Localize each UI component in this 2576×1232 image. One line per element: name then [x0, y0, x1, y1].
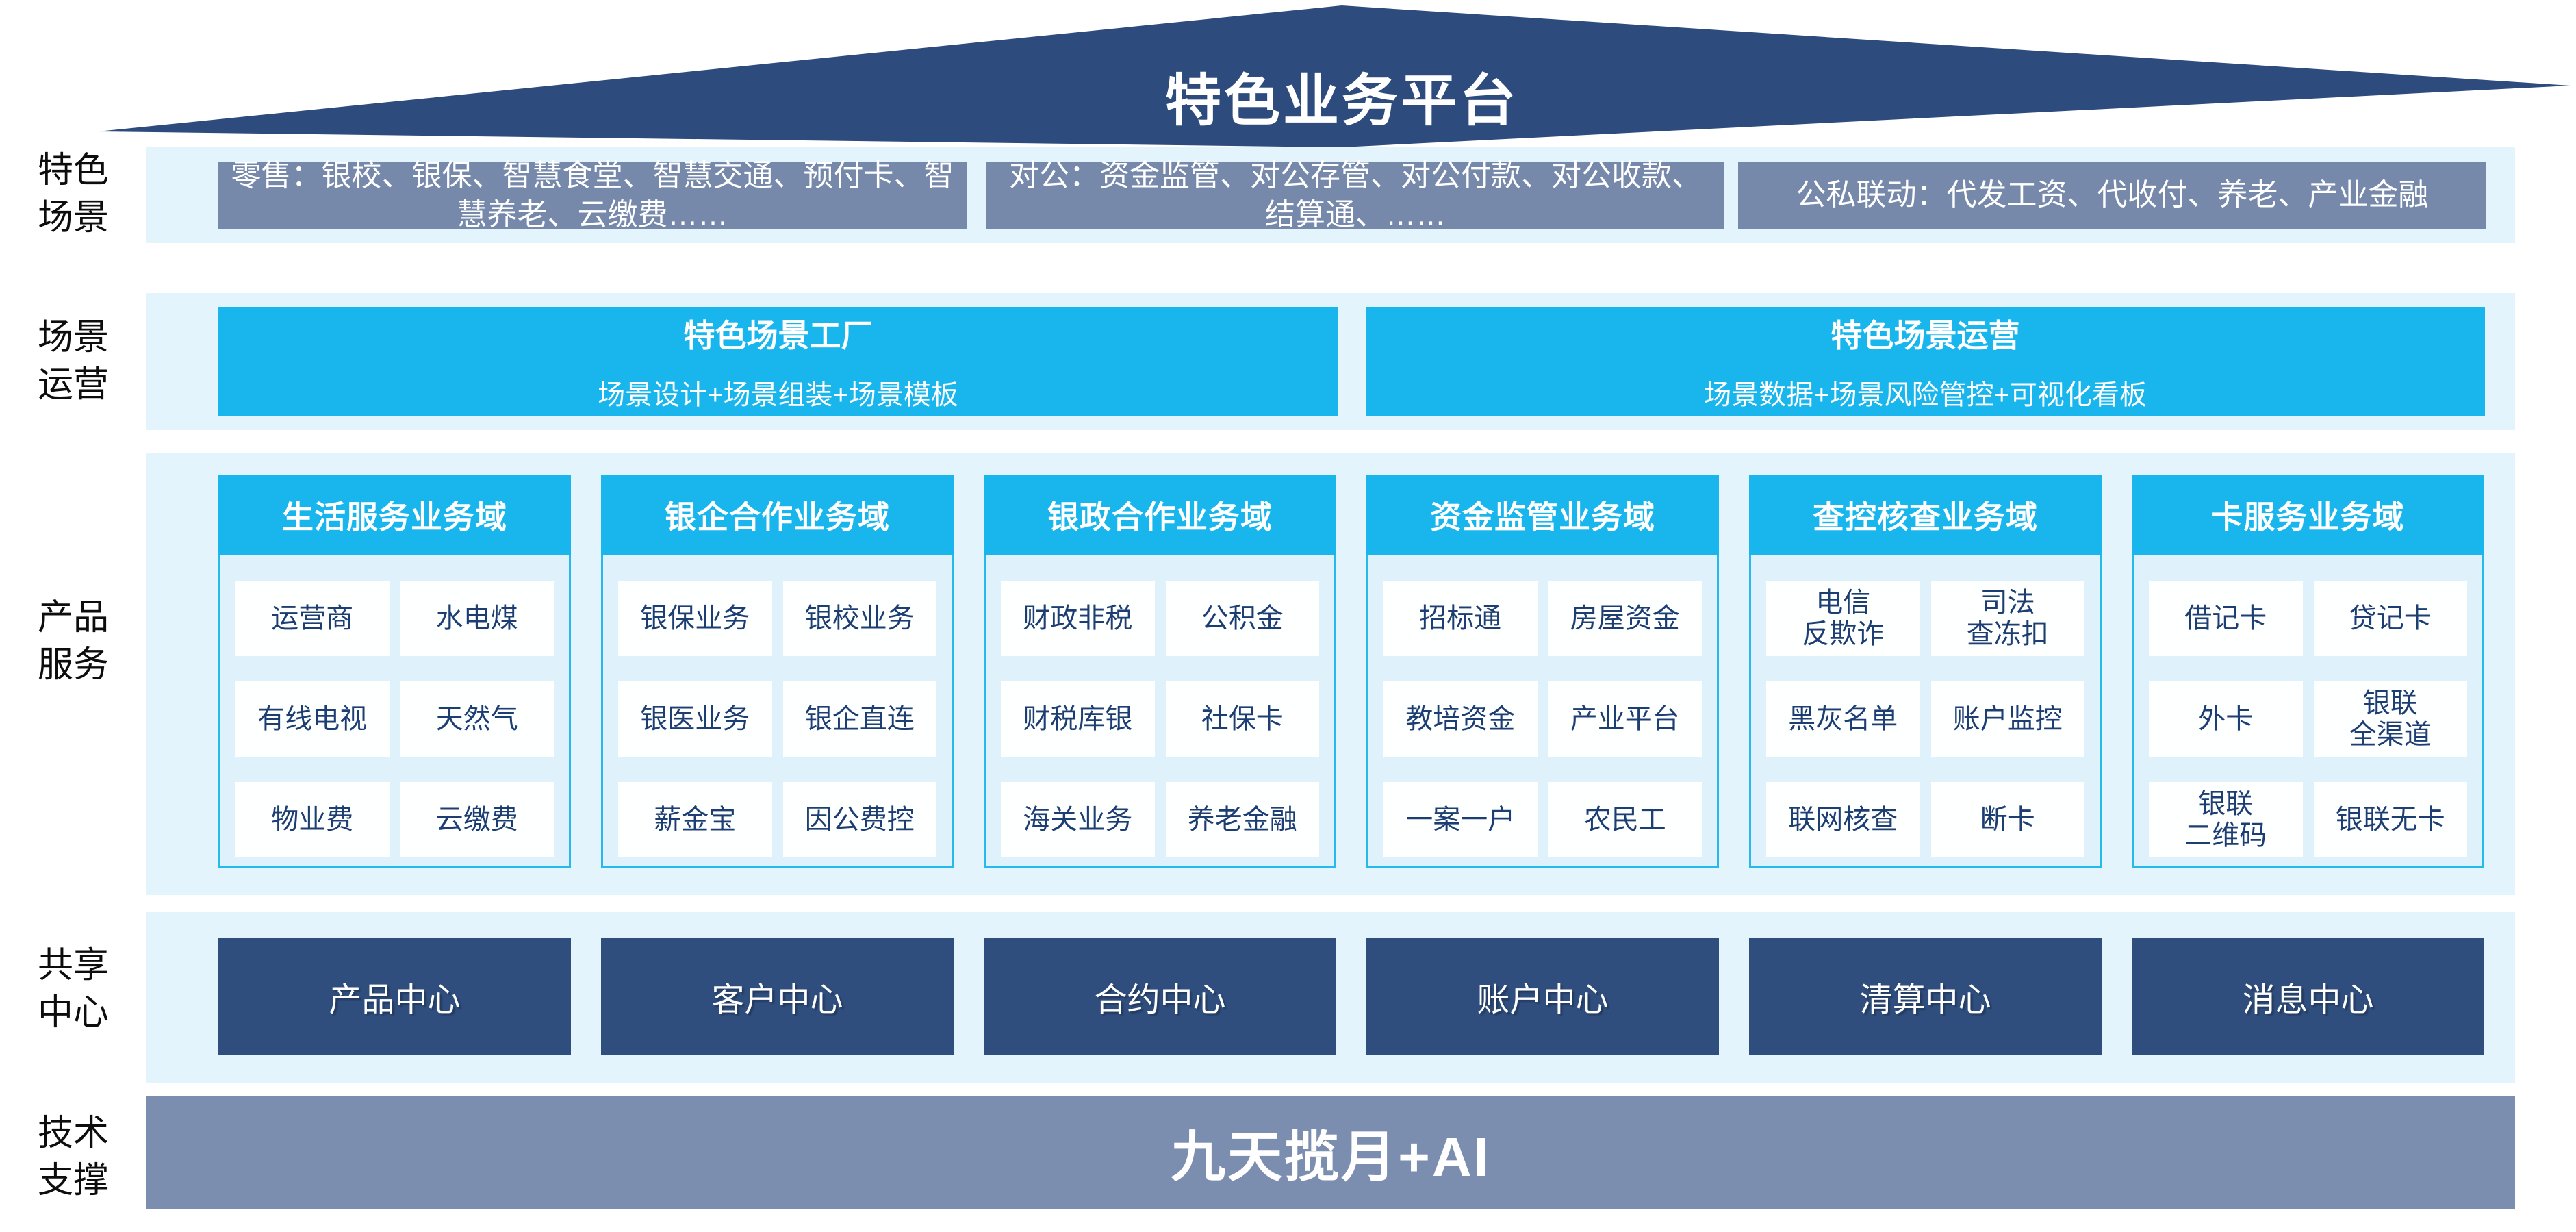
- center-box-product: 产品中心: [218, 938, 571, 1055]
- scene-box-retail: 零售：银校、银保、智慧食堂、智慧交通、预付卡、智慧养老、云缴费……: [218, 159, 967, 231]
- product-column-bank-enterprise: 银企合作业务域 银保业务 银校业务 银医业务 银企直连 薪金宝 因公费控: [601, 475, 954, 868]
- product-cell: 海关业务: [1001, 782, 1155, 857]
- scene-factory-title: 特色场景工厂: [683, 318, 873, 353]
- product-cell: 财税库银: [1001, 681, 1155, 757]
- platform-title: 特色业务平台: [1164, 70, 1518, 132]
- scene-box-corporate: 对公：资金监管、对公存管、对公付款、对公收款、结算通、……: [986, 159, 1724, 231]
- product-cell: 贷记卡: [2313, 581, 2467, 656]
- product-cell: 农民工: [1548, 782, 1702, 857]
- product-cell: 社保卡: [1165, 681, 1319, 757]
- column-header: 卡服务业务域: [2132, 475, 2484, 555]
- scene-operation-title: 特色场景运营: [1831, 318, 2020, 353]
- product-cell: 断卡: [1930, 782, 2084, 857]
- product-cell: 云缴费: [400, 782, 554, 857]
- column-body: 财政非税 公积金 财税库银 社保卡 海关业务 养老金融: [984, 555, 1336, 868]
- band-scene: 零售：银校、银保、智慧食堂、智慧交通、预付卡、智慧养老、云缴费…… 对公：资金监…: [146, 147, 2515, 243]
- scene-operation-subtitle: 场景数据+场景风险管控+可视化看板: [1704, 380, 2147, 410]
- column-body: 借记卡 贷记卡 外卡 银联 全渠道 银联 二维码 银联无卡: [2132, 555, 2484, 868]
- row-label-centers: 共享 中心: [37, 946, 109, 1033]
- scene-factory-box: 特色场景工厂 场景设计+场景组装+场景模板: [218, 307, 1338, 416]
- column-header: 查控核查业务域: [1749, 475, 2102, 555]
- product-cell: 银联无卡: [2313, 782, 2467, 857]
- product-cell: 借记卡: [2149, 581, 2303, 656]
- product-cell: 银联 全渠道: [2313, 681, 2467, 757]
- product-cell: 银联 二维码: [2149, 782, 2303, 857]
- product-cell: 天然气: [400, 681, 554, 757]
- product-cell: 水电煤: [400, 581, 554, 656]
- product-cell: 一案一户: [1383, 782, 1538, 857]
- band-centers: 产品中心 客户中心 合约中心 账户中心 清算中心 消息中心: [146, 912, 2515, 1083]
- product-cell: 银企直连: [782, 681, 936, 757]
- product-column-life-services: 生活服务业务域 运营商 水电煤 有线电视 天然气 物业费 云缴费: [218, 475, 571, 868]
- product-cell: 电信 反欺诈: [1766, 581, 1920, 656]
- product-cell: 运营商: [235, 581, 390, 656]
- row-label-products: 产品 服务: [37, 598, 109, 685]
- product-cell: 物业费: [235, 782, 390, 857]
- product-column-bank-government: 银政合作业务域 财政非税 公积金 财税库银 社保卡 海关业务 养老金融: [984, 475, 1336, 868]
- column-header: 银企合作业务域: [601, 475, 954, 555]
- product-cell: 财政非税: [1001, 581, 1155, 656]
- center-box-customer: 客户中心: [601, 938, 954, 1055]
- scene-factory-subtitle: 场景设计+场景组装+场景模板: [598, 380, 958, 410]
- column-header: 生活服务业务域: [218, 475, 571, 555]
- product-cell: 司法 查冻扣: [1930, 581, 2084, 656]
- center-box-message: 消息中心: [2132, 938, 2484, 1055]
- product-cell: 薪金宝: [618, 782, 772, 857]
- product-cell: 因公费控: [782, 782, 936, 857]
- product-cell: 教培资金: [1383, 681, 1538, 757]
- column-body: 电信 反欺诈 司法 查冻扣 黑灰名单 账户监控 联网核查 断卡: [1749, 555, 2102, 868]
- product-column-inquiry-verification: 查控核查业务域 电信 反欺诈 司法 查冻扣 黑灰名单 账户监控 联网核查 断卡: [1749, 475, 2102, 868]
- center-box-contract: 合约中心: [984, 938, 1336, 1055]
- row-label-operation: 场景 运营: [37, 318, 109, 405]
- center-box-account: 账户中心: [1366, 938, 1719, 1055]
- band-operation: 特色场景工厂 场景设计+场景组装+场景模板 特色场景运营 场景数据+场景风险管控…: [146, 293, 2515, 430]
- tech-support-bar: 九天揽月+AI: [146, 1096, 2515, 1209]
- band-products: 生活服务业务域 运营商 水电煤 有线电视 天然气 物业费 云缴费 银企合作业务域…: [146, 453, 2515, 895]
- column-header: 资金监管业务域: [1366, 475, 1719, 555]
- scene-box-linkage: 公私联动：代发工资、代收付、养老、产业金融: [1738, 162, 2486, 229]
- product-cell: 账户监控: [1930, 681, 2084, 757]
- product-cell: 养老金融: [1165, 782, 1319, 857]
- center-box-clearing: 清算中心: [1749, 938, 2102, 1055]
- row-label-scene: 特色 场景: [37, 151, 109, 238]
- product-cell: 公积金: [1165, 581, 1319, 656]
- column-body: 招标通 房屋资金 教培资金 产业平台 一案一户 农民工: [1366, 555, 1719, 868]
- product-column-fund-supervision: 资金监管业务域 招标通 房屋资金 教培资金 产业平台 一案一户 农民工: [1366, 475, 1719, 868]
- column-body: 银保业务 银校业务 银医业务 银企直连 薪金宝 因公费控: [601, 555, 954, 868]
- scene-operation-box: 特色场景运营 场景数据+场景风险管控+可视化看板: [1366, 307, 2485, 416]
- product-cell: 银保业务: [618, 581, 772, 656]
- column-header: 银政合作业务域: [984, 475, 1336, 555]
- product-cell: 产业平台: [1548, 681, 1702, 757]
- product-cell: 银医业务: [618, 681, 772, 757]
- column-body: 运营商 水电煤 有线电视 天然气 物业费 云缴费: [218, 555, 571, 868]
- row-label-tech: 技术 支撑: [37, 1114, 109, 1200]
- product-cell: 有线电视: [235, 681, 390, 757]
- product-cell: 联网核查: [1766, 782, 1920, 857]
- product-column-card-services: 卡服务业务域 借记卡 贷记卡 外卡 银联 全渠道 银联 二维码 银联无卡: [2132, 475, 2484, 868]
- product-cell: 招标通: [1383, 581, 1538, 656]
- product-cell: 黑灰名单: [1766, 681, 1920, 757]
- product-cell: 外卡: [2149, 681, 2303, 757]
- product-cell: 银校业务: [782, 581, 936, 656]
- product-cell: 房屋资金: [1548, 581, 1702, 656]
